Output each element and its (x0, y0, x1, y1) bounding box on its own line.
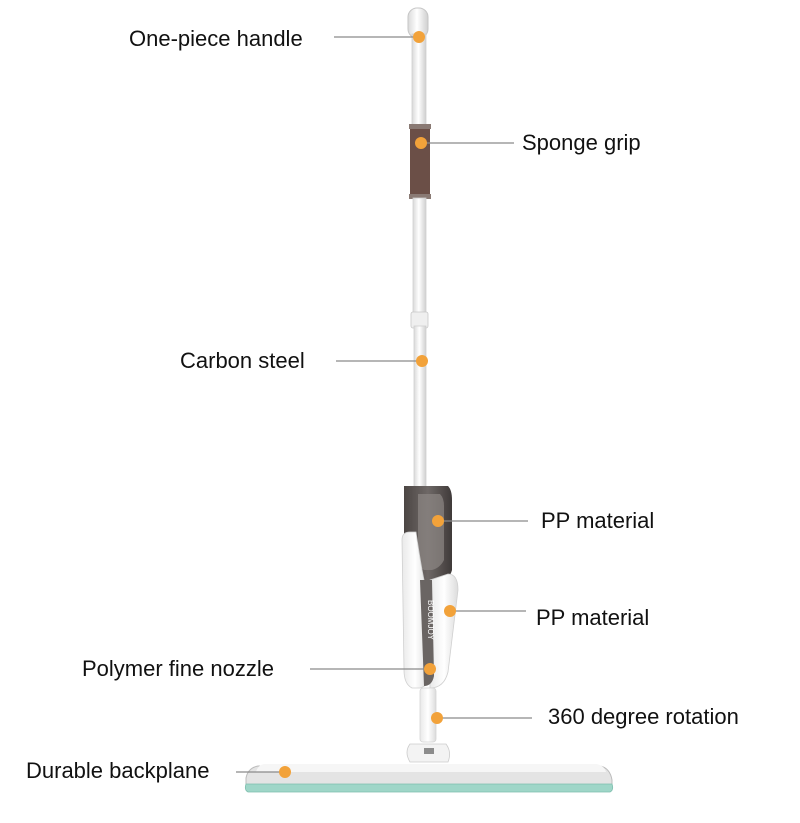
label-360-degree-rotation: 360 degree rotation (548, 704, 739, 729)
callout-dot-grip (415, 137, 427, 149)
label-polymer-fine-nozzle: Polymer fine nozzle (82, 656, 274, 681)
mop-pad (244, 783, 614, 793)
label-one-piece-handle: One-piece handle (129, 26, 303, 51)
middle-pole (412, 197, 427, 317)
lower-pole (413, 325, 427, 489)
joint-clip (424, 748, 434, 754)
callout-dot-tank2 (444, 605, 456, 617)
callout-dot-plate (279, 766, 291, 778)
sponge-grip (410, 126, 430, 198)
callout-dot-steel (416, 355, 428, 367)
label-sponge-grip: Sponge grip (522, 130, 641, 155)
label-pp-material-body: PP material (536, 605, 650, 630)
callout-dot-nozzle (424, 663, 436, 675)
body-stripe (420, 580, 434, 686)
callout-dot-rotation (431, 712, 443, 724)
brand-mark: BOOMJOY (426, 600, 435, 641)
upper-pole (411, 33, 427, 131)
label-pp-material-tank: PP material (541, 508, 655, 533)
label-durable-backplane: Durable backplane (26, 758, 210, 783)
grip-ring-bottom (409, 194, 431, 199)
grip-ring-top (409, 124, 431, 129)
callout-dot-handle (413, 31, 425, 43)
tank-window (418, 494, 444, 570)
mop-plate-top (256, 764, 606, 772)
label-carbon-steel: Carbon steel (180, 348, 305, 373)
callout-dot-tank1 (432, 515, 444, 527)
mop-body-front (429, 573, 459, 689)
